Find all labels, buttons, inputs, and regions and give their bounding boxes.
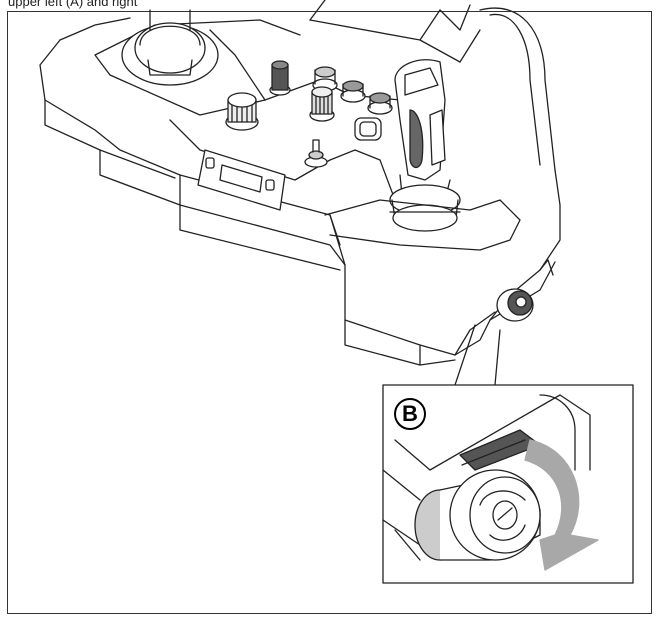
- display-panel-icon: [197, 149, 286, 211]
- right-joystick-icon: [324, 59, 521, 251]
- detail-inset: [382, 384, 634, 584]
- left-joystick-icon: [121, 9, 219, 86]
- figure-caption: upper left (A) and right: [8, 0, 138, 9]
- console-body: [39, 17, 561, 366]
- rotary-knob-detail: [414, 429, 541, 561]
- rotation-arrow-icon: [524, 439, 599, 571]
- callout-leader: [454, 324, 501, 386]
- knob-icon: [269, 60, 291, 96]
- rear-knob: [496, 259, 554, 322]
- display-screen: [309, 0, 556, 171]
- callout-label-b: B: [402, 401, 418, 426]
- knob-cluster: [225, 60, 393, 168]
- rotary-switch-icon: [309, 86, 335, 122]
